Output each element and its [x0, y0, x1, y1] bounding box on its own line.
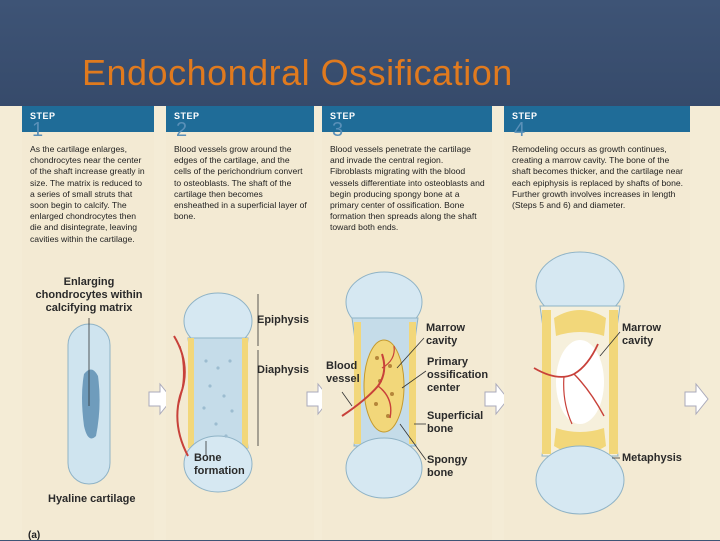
step-3-diagram: [341, 271, 427, 499]
spongy-bone-label: Spongy bone: [427, 454, 468, 479]
marrow-cavity-label: Marrow cavity: [426, 322, 466, 347]
hyaline-cartilage-label: Hyaline cartilage: [48, 493, 136, 505]
step-description: Blood vessels grow around the edges of t…: [174, 144, 307, 222]
step-word: STEP: [330, 111, 356, 121]
bone-formation-label: Bone formation: [194, 452, 245, 477]
step-1-diagram: [67, 318, 111, 485]
step-4-panel: STEP 4 Remodeling occurs as growth conti…: [504, 106, 690, 540]
metaphysis-label: Metaphysis: [622, 452, 682, 464]
enlarging-chondrocytes-label: Enlarging chondrocytes within calcifying…: [35, 276, 143, 314]
step-1-header: STEP 1: [22, 106, 154, 140]
arrow-right-icon: [684, 382, 709, 416]
arrow-right-icon: [484, 382, 509, 416]
step-2-diagram: [173, 292, 259, 493]
step-2-header: STEP 2: [166, 106, 314, 140]
marrow-cavity-label: Marrow cavity: [622, 322, 662, 347]
step-4-header: STEP 4: [504, 106, 690, 140]
step-3-header: STEP 3: [322, 106, 492, 140]
step-word: STEP: [512, 111, 538, 121]
figure: STEP 1 As the cartilage enlarges, chondr…: [0, 106, 720, 540]
step-number: 2: [176, 119, 188, 141]
diaphysis-label: Diaphysis: [257, 364, 309, 376]
step-1-panel: STEP 1 As the cartilage enlarges, chondr…: [22, 106, 154, 540]
figure-letter: (a): [28, 530, 41, 541]
step-word: STEP: [174, 111, 200, 121]
slide-title: Endochondral Ossification: [82, 52, 513, 93]
superficial-bone-label: Superficial bone: [427, 410, 484, 435]
step-2-panel: STEP 2 Blood vessels grow around the edg…: [166, 106, 314, 540]
step-word: STEP: [30, 111, 56, 121]
step-description: Blood vessels penetrate the cartilage an…: [330, 144, 485, 233]
step-3-panel: STEP 3 Blood vessels penetrate the carti…: [322, 106, 492, 540]
epiphysis-label: Epiphysis: [257, 314, 309, 326]
step-4-diagram: [533, 251, 625, 515]
primary-ossification-center-label: Primary ossification center: [427, 356, 489, 394]
step-number: 3: [332, 119, 344, 141]
step-number: 4: [514, 119, 526, 141]
blood-vessel-label: Blood vessel: [326, 360, 360, 385]
step-description: As the cartilage enlarges, chondrocytes …: [30, 144, 145, 244]
step-number: 1: [32, 119, 44, 141]
step-description: Remodeling occurs as growth continues, c…: [512, 144, 684, 211]
